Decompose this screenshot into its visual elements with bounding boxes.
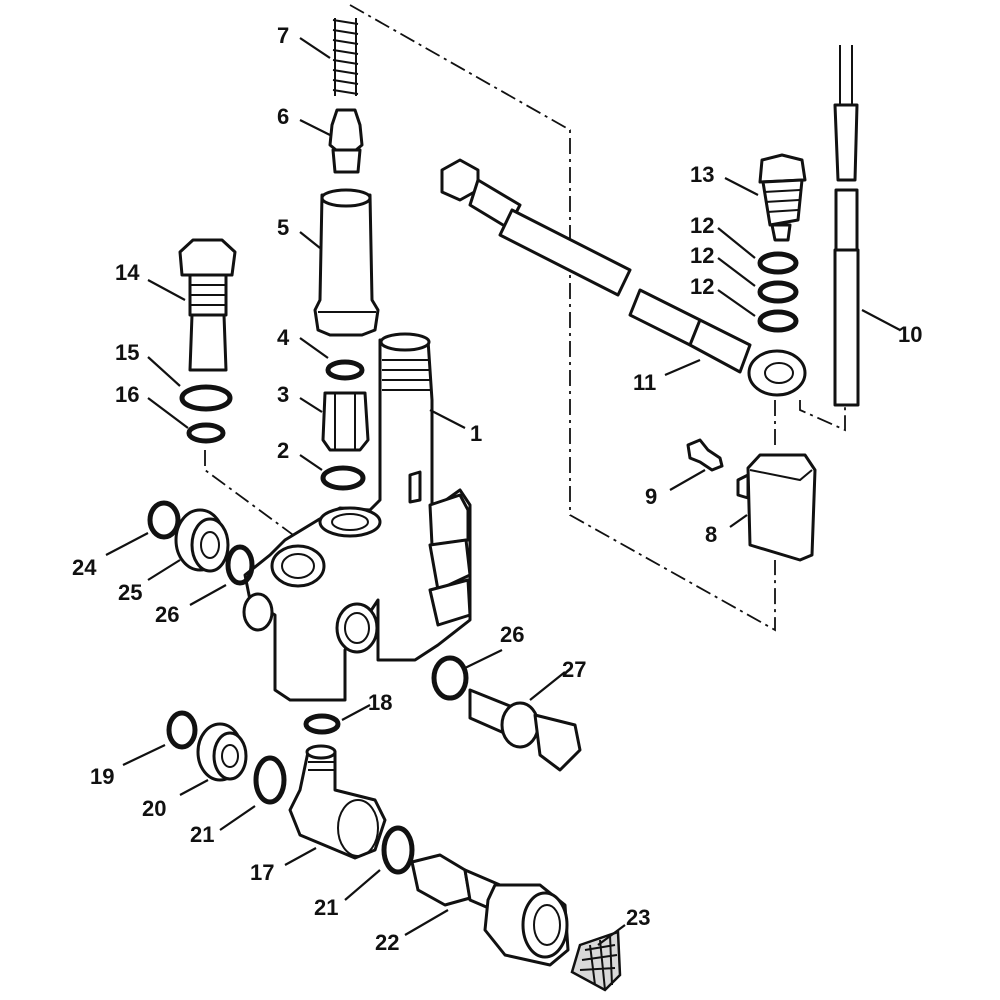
part-5-sleeve — [313, 188, 380, 337]
callout-label: 21 — [190, 822, 214, 847]
callout-label: 4 — [277, 325, 290, 350]
callout-label: 27 — [562, 657, 586, 682]
callout-label: 12 — [690, 243, 714, 268]
callout-label: 18 — [368, 690, 392, 715]
callout-label: 8 — [705, 522, 717, 547]
callout-label: 12 — [690, 274, 714, 299]
part-25-washer — [174, 508, 230, 573]
callout-label: 13 — [690, 162, 714, 187]
callout-label: 3 — [277, 382, 289, 407]
part-16-o-ring — [186, 422, 226, 444]
callout-label: 14 — [115, 260, 140, 285]
part-26-o-ring-right — [431, 655, 469, 701]
callout-label: 9 — [645, 484, 657, 509]
alignment-line-rod — [799, 400, 846, 432]
part-2-o-ring — [320, 465, 366, 491]
leader-lines — [105, 37, 901, 946]
part-22-inlet-fitting — [410, 853, 570, 967]
part-11-hose — [440, 158, 807, 397]
callout-label: 15 — [115, 340, 139, 365]
callout-label: 12 — [690, 213, 714, 238]
part-21-o-ring-upper — [253, 755, 287, 805]
part-15-o-ring — [179, 384, 233, 412]
callout-label: 23 — [626, 905, 650, 930]
callout-label: 16 — [115, 382, 139, 407]
part-24-o-ring — [147, 500, 181, 540]
callout-label: 21 — [314, 895, 338, 920]
callout-label: 26 — [500, 622, 524, 647]
alignment-line-spring — [349, 4, 776, 632]
part-12-o-ring-a — [757, 251, 799, 275]
callout-label: 22 — [375, 930, 399, 955]
part-3-fitting — [321, 391, 370, 452]
part-14-plug — [178, 238, 237, 372]
callout-label: 19 — [90, 764, 114, 789]
part-21-o-ring-lower — [381, 825, 415, 875]
callout-label: 11 — [633, 370, 656, 395]
callout-label: 6 — [277, 104, 289, 129]
part-17-elbow — [288, 744, 387, 860]
part-20-washer — [196, 722, 248, 782]
part-13-valve — [758, 153, 807, 242]
part-4-o-ring — [325, 359, 365, 381]
part-12-o-ring-c — [757, 309, 799, 333]
callout-label: 26 — [155, 602, 179, 627]
callout-label: 25 — [118, 580, 142, 605]
part-8-bracket — [736, 453, 817, 562]
part-7-spring — [332, 18, 359, 96]
callout-label: 7 — [277, 23, 289, 48]
callout-label: 1 — [470, 421, 482, 446]
callout-label: 20 — [142, 796, 166, 821]
part-27-banjo-bolt — [468, 688, 582, 772]
part-6-seat — [328, 108, 364, 174]
callout-label: 10 — [898, 322, 922, 347]
callout-label: 17 — [250, 860, 274, 885]
part-18-o-ring — [303, 713, 341, 735]
part-9-screw — [686, 438, 724, 472]
part-10-rod — [833, 45, 860, 407]
part-1-manifold-body — [242, 332, 472, 702]
callout-label: 2 — [277, 438, 289, 463]
callout-labels: 1 2 3 4 5 6 7 8 9 10 11 12 12 12 13 14 1… — [72, 23, 922, 955]
callout-label: 24 — [72, 555, 97, 580]
part-23-strainer — [570, 930, 622, 992]
part-12-o-ring-b — [757, 280, 799, 304]
part-19-o-ring — [166, 710, 198, 750]
part-26-o-ring-left — [225, 544, 255, 586]
callout-label: 5 — [277, 215, 289, 240]
